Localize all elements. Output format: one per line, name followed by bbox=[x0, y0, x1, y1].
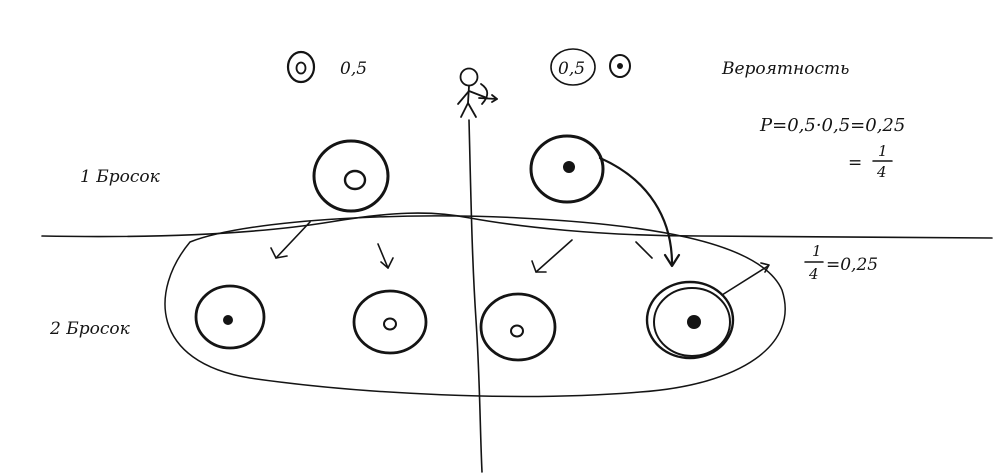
vertical-divider bbox=[468, 119, 483, 473]
arrow-icon bbox=[531, 239, 573, 273]
fraction-prefix: = bbox=[848, 153, 862, 173]
fraction-denominator: 4 bbox=[876, 163, 887, 181]
outcome-target-4-filled-icon bbox=[645, 280, 735, 360]
legend-filled-target-icon bbox=[609, 54, 631, 78]
row-label-second-throw: 2 Бросок bbox=[49, 319, 131, 339]
first-throw-filled-target-icon bbox=[529, 134, 605, 204]
result-value: =0,25 bbox=[826, 255, 878, 275]
legend-right-probability-circle bbox=[550, 48, 596, 86]
first-throw-empty-target-icon bbox=[312, 139, 390, 213]
arrow-icon bbox=[635, 241, 653, 259]
probability-product-formula: P=0,5·0,5=0,25 bbox=[759, 115, 905, 136]
outcome-target-3-empty-icon bbox=[479, 292, 557, 362]
result-fraction-denominator: 4 bbox=[808, 265, 819, 283]
arrow-icon bbox=[721, 262, 770, 296]
outcome-target-1-filled-icon bbox=[194, 284, 266, 350]
legend-right-probability: 0,5 bbox=[558, 59, 585, 79]
outcomes-enclosure bbox=[164, 215, 786, 398]
legend-title-word: Вероятность bbox=[721, 59, 849, 79]
horizontal-divider bbox=[41, 212, 993, 239]
stick-figure-archer-icon bbox=[457, 67, 498, 118]
legend-left-probability: 0,5 bbox=[340, 59, 367, 79]
arrow-icon bbox=[270, 221, 311, 259]
arrow-icon bbox=[377, 243, 394, 269]
row-label-first-throw: 1 Бросок bbox=[80, 167, 161, 187]
result-fraction-numerator: 1 bbox=[812, 242, 822, 260]
legend-empty-target-icon bbox=[286, 50, 316, 84]
outcome-target-2-empty-icon bbox=[352, 289, 428, 355]
arrow-icon bbox=[598, 156, 681, 268]
fraction-numerator: 1 bbox=[878, 142, 888, 160]
